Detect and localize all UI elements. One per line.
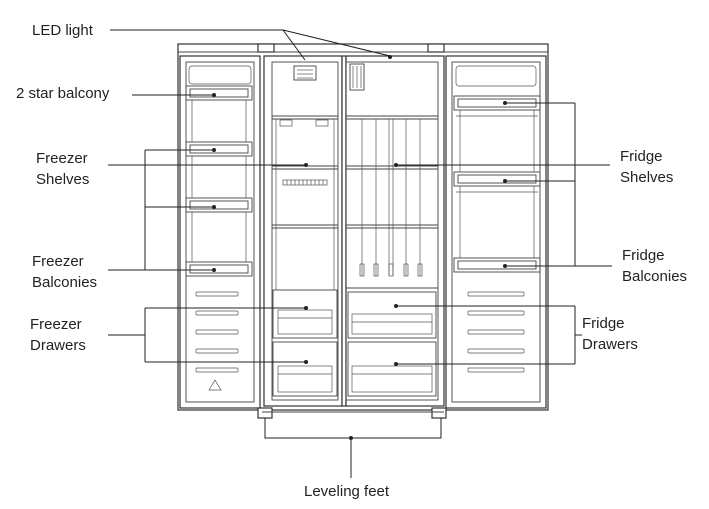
fridge-door	[446, 56, 546, 408]
label-freezer-balconies-1: Freezer	[32, 253, 84, 270]
label-fridge-drawers-1: Fridge	[582, 315, 625, 332]
top-hinge-right	[428, 44, 444, 52]
label-fridge-shelves-2: Shelves	[620, 169, 673, 186]
label-freezer-drawers-2: Drawers	[30, 337, 86, 354]
label-leveling-feet: Leveling feet	[304, 483, 390, 500]
freezer-compartment	[264, 56, 342, 406]
bottom-hinge-left	[258, 408, 272, 418]
label-freezer-shelves-1: Freezer	[36, 150, 88, 167]
top-hinge-left	[258, 44, 274, 52]
label-led-light: LED light	[32, 22, 94, 39]
label-freezer-balconies-2: Balconies	[32, 274, 97, 291]
center-mullion	[342, 56, 346, 406]
freezer-door	[180, 56, 260, 408]
label-freezer-drawers-1: Freezer	[30, 316, 82, 333]
bottom-hinge-right	[432, 408, 446, 418]
label-fridge-drawers-2: Drawers	[582, 336, 638, 353]
label-fridge-shelves-1: Fridge	[620, 148, 663, 165]
fridge-compartment	[346, 56, 444, 406]
label-star-balcony: 2 star balcony	[16, 85, 110, 102]
label-freezer-shelves-2: Shelves	[36, 171, 89, 188]
label-fridge-balconies-2: Balconies	[622, 268, 687, 285]
label-fridge-balconies-1: Fridge	[622, 247, 665, 264]
callout-leveling-feet	[265, 418, 441, 478]
